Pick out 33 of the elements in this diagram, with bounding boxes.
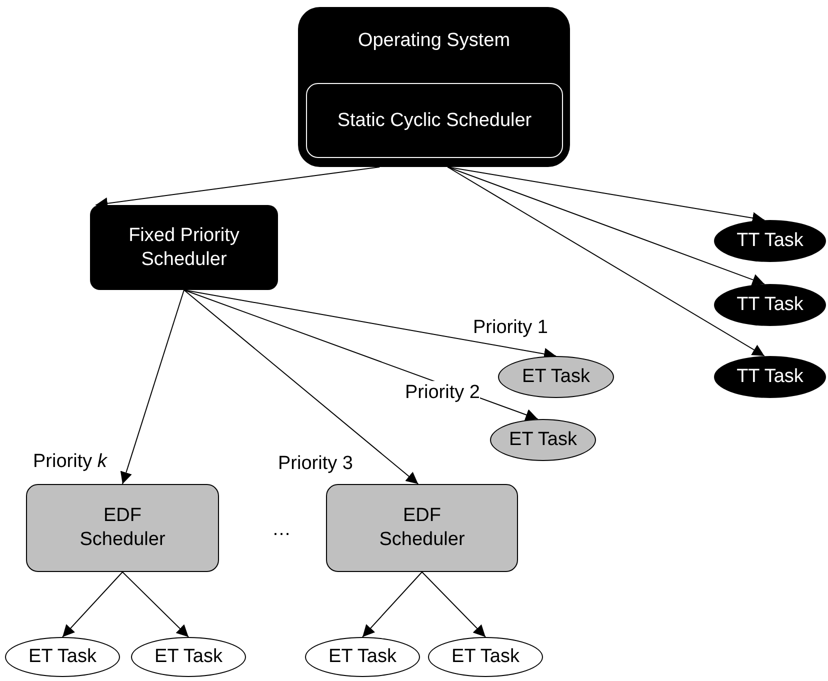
- node-label: TT Task: [736, 229, 804, 253]
- arrow: [447, 166, 765, 224]
- node-label: ET Task: [28, 645, 98, 669]
- node-label: ET Task: [508, 428, 578, 452]
- edge-label: Priority 3: [278, 452, 353, 476]
- node-label: TT Task: [736, 293, 804, 317]
- node-label: ET Task: [521, 365, 591, 389]
- arrow: [62, 572, 123, 638]
- node-label: ET Task: [328, 645, 398, 669]
- ellipsis-label: …: [272, 518, 291, 542]
- node-label: ET Task: [154, 645, 224, 669]
- node-label: Fixed Priority Scheduler: [128, 224, 240, 272]
- arrow: [120, 290, 184, 484]
- node-label: Operating System: [356, 29, 512, 53]
- node-label: EDF Scheduler: [378, 504, 466, 552]
- node-label: Static Cyclic Scheduler: [336, 108, 533, 132]
- arrow: [362, 572, 422, 638]
- edge-label: Priority 1: [473, 316, 548, 340]
- arrow: [184, 290, 419, 484]
- node-label: ET Task: [450, 645, 520, 669]
- scheduler-box: [90, 205, 278, 290]
- scheduler-box: [26, 484, 219, 572]
- arrow: [122, 572, 189, 638]
- scheduler-box: [326, 484, 518, 572]
- arrow: [447, 166, 765, 286]
- edge-label: Priority k: [33, 450, 107, 474]
- system-box: [298, 7, 570, 167]
- scheduler-box: [306, 83, 563, 158]
- node-label: EDF Scheduler: [78, 504, 166, 552]
- arrow: [422, 572, 486, 638]
- edge-label: Priority 2: [405, 381, 480, 405]
- node-label: TT Task: [736, 365, 804, 389]
- arrow: [447, 166, 765, 356]
